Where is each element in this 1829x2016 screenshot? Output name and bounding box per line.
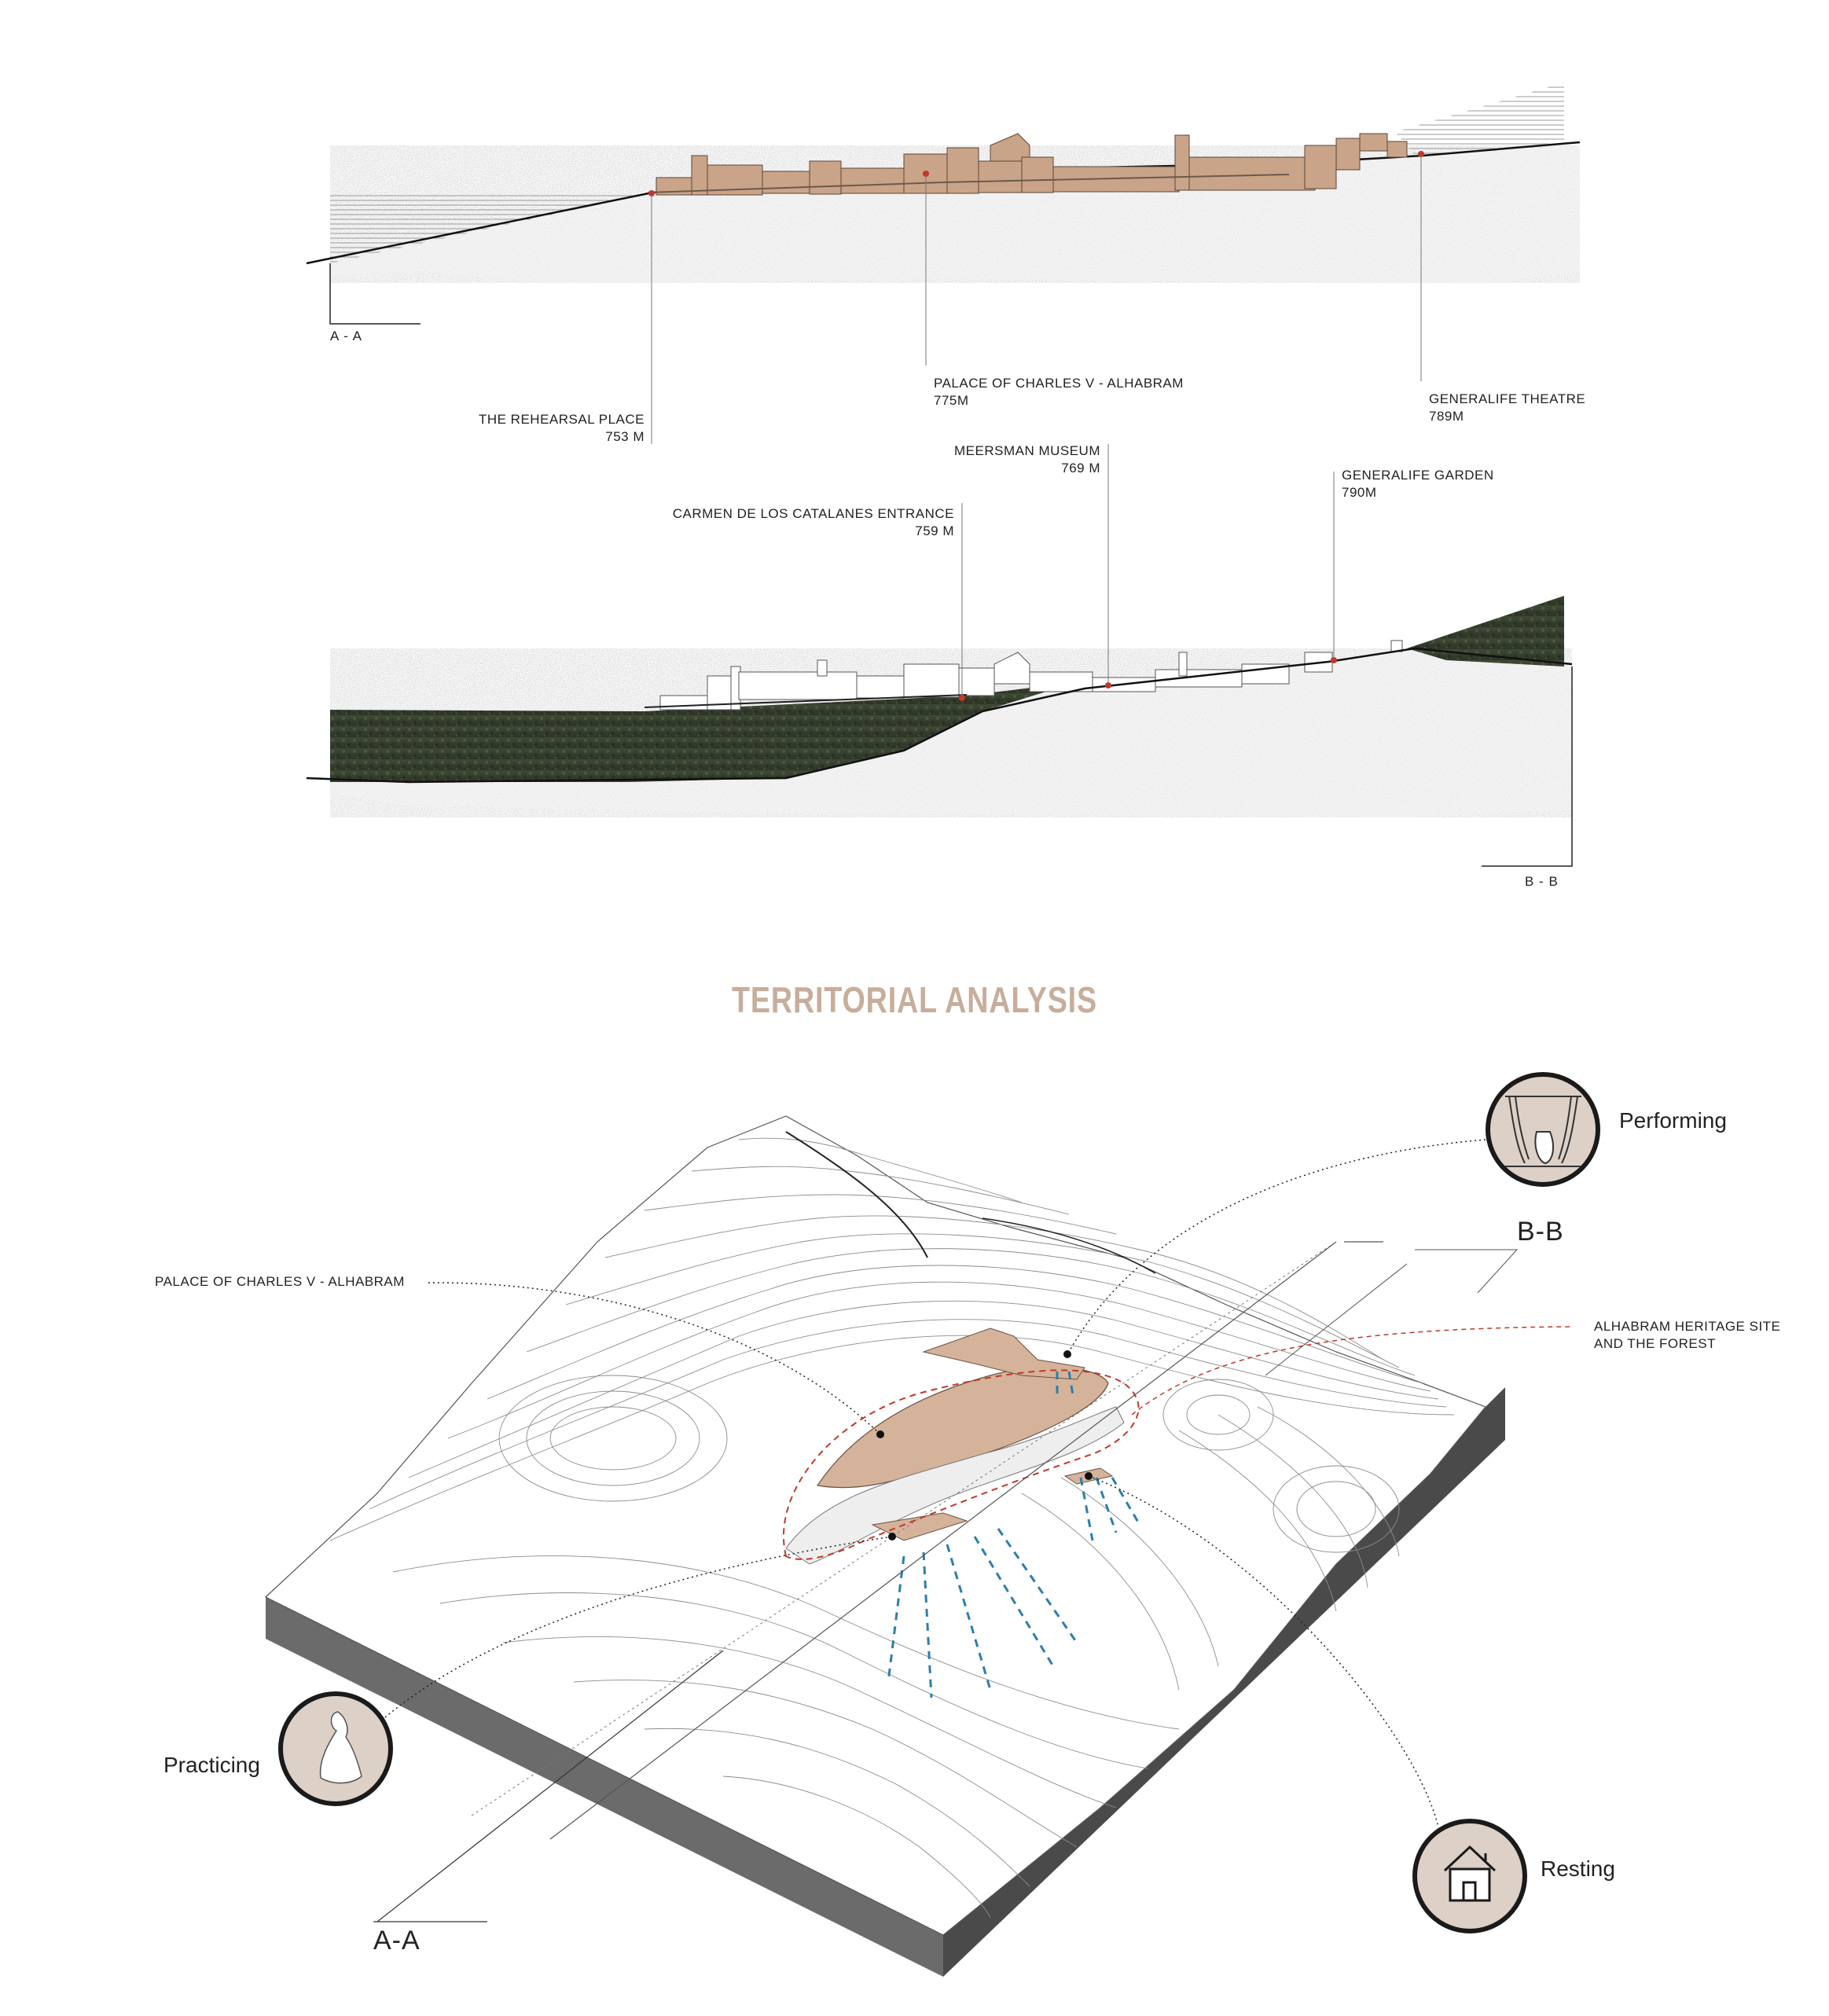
carmen-section-name: CARMEN DE LOS CATALANES ENTRANCE — [672, 506, 954, 521]
section-aa-alhambra-buildings — [656, 133, 1408, 196]
section-bb-buildings — [659, 640, 1403, 711]
water-lines — [887, 1371, 1141, 1698]
garden-section-name: GENERALIFE GARDEN — [1342, 468, 1494, 483]
section-bb-map-tag: B-B — [1517, 1217, 1564, 1247]
palace-section-elevation: 775M — [934, 393, 969, 408]
section-bb-terrain-line — [306, 647, 1573, 784]
section-aa-map-tag: A-A — [373, 1926, 421, 1955]
section-bb-tag: B - B — [1525, 874, 1559, 889]
garden-section-elevation: 790M — [1342, 485, 1377, 500]
section-aa-left-hatch — [330, 193, 652, 263]
rehearsal-place-elevation: 753 M — [605, 429, 645, 444]
palace-map-label: PALACE OF CHARLES V - ALHABRAM — [155, 1274, 405, 1289]
heritage-label-line2: AND THE FOREST — [1594, 1336, 1716, 1351]
section-aa-tag: A - A — [330, 329, 362, 343]
resting-circle — [1412, 1819, 1527, 1933]
house-icon — [1443, 1845, 1497, 1902]
museum-section-name: MEERSMAN MUSEUM — [953, 443, 1100, 458]
heritage-boundary — [782, 1369, 1140, 1560]
terrain-block-front-face — [266, 1597, 943, 1977]
rehearsal-place-name: THE REHEARSAL PLACE — [478, 412, 645, 427]
terrain-block — [264, 1115, 1573, 1977]
resting-label: Resting — [1541, 1856, 1615, 1881]
dancer-icon — [319, 1711, 362, 1784]
museum-section-elevation: 769 M — [1061, 461, 1100, 476]
page-title: TERRITORIAL ANALYSIS — [732, 979, 1097, 1020]
section-aa-right-hatch — [1395, 83, 1564, 156]
performing-label: Performing — [1619, 1108, 1727, 1133]
theatre-curtain-icon — [1505, 1096, 1581, 1167]
theatre-section-elevation: 789M — [1429, 409, 1464, 424]
theatre-section-name: GENERALIFE THEATRE — [1429, 391, 1586, 406]
carmen-section-elevation: 759 M — [915, 523, 954, 538]
section-bb-forest — [330, 682, 1077, 782]
section-aa — [306, 83, 1581, 444]
section-bb — [306, 444, 1573, 867]
contour-lines — [329, 1137, 1455, 1919]
practicing-label: Practicing — [163, 1753, 260, 1777]
palace-section-name: PALACE OF CHARLES V - ALHABRAM — [934, 376, 1184, 391]
forest-band — [785, 1406, 1125, 1565]
heritage-label-line1: ALHABRAM HERITAGE SITE — [1594, 1319, 1781, 1334]
practicing-circle — [278, 1691, 393, 1806]
section-bb-hill-forest — [1407, 596, 1564, 666]
performing-circle — [1486, 1072, 1600, 1187]
terrain-block-right-face — [943, 1387, 1505, 1977]
